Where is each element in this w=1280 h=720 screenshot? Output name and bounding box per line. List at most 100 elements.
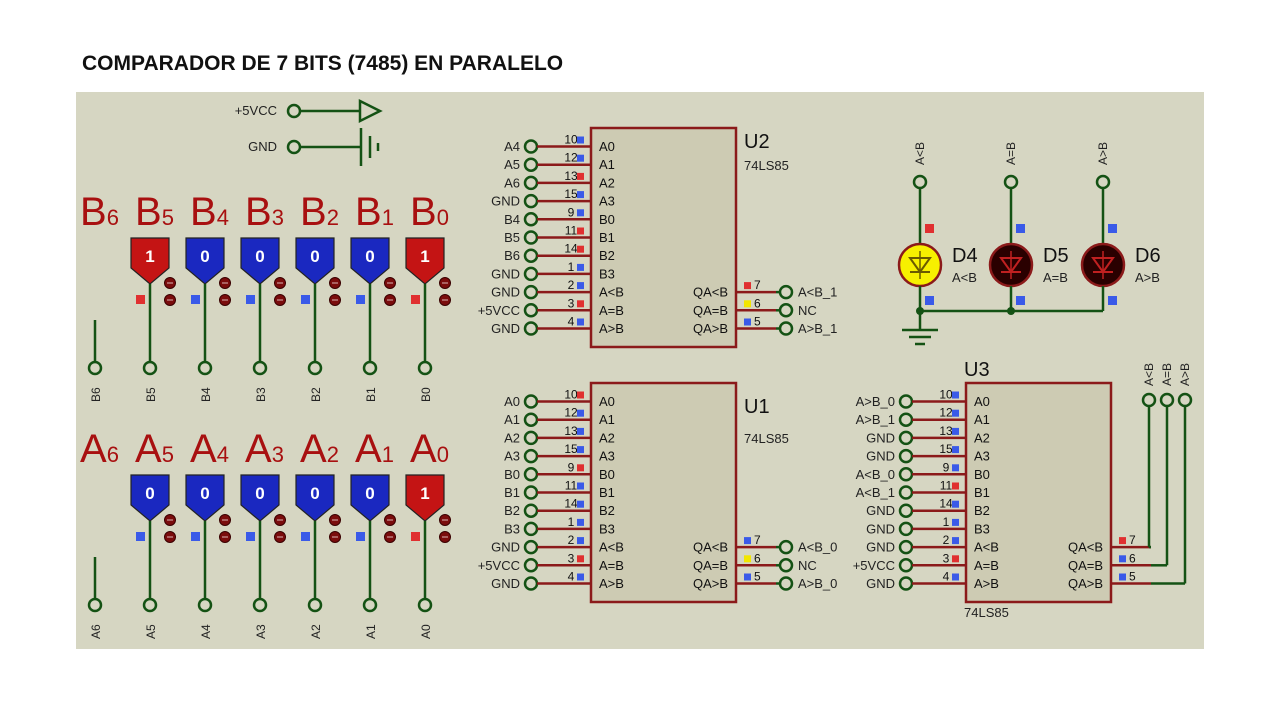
pin-state-indicator [577,427,584,435]
output-terminal-circle[interactable] [1177,392,1193,408]
pin-name: B2 [599,503,615,518]
terminal-circle[interactable] [252,360,268,376]
power-terminal-gnd: GND [248,128,380,166]
switch-label-subscript: 0 [437,205,449,230]
terminal-circle[interactable] [417,360,433,376]
terminal-circle[interactable] [417,597,433,613]
pin-net-label: A6 [504,175,520,190]
switch-label-subscript: 4 [217,442,229,467]
switch-label-letter: A [245,427,272,471]
terminal-circle[interactable] [307,360,323,376]
switch-label-letter: A [355,427,382,471]
pin-name: A=B [599,303,624,318]
pin-number: 13 [564,424,578,438]
output-terminal-label: A>B [1178,363,1192,386]
terminal-circle[interactable] [87,360,103,376]
pin-number: 10 [939,388,953,402]
logic-toggle-button[interactable] [350,474,390,522]
terminal-circle[interactable] [142,360,158,376]
chip-body[interactable] [589,126,738,349]
logic-toggle-button[interactable] [240,237,280,285]
terminal-circle[interactable] [197,360,213,376]
logic-toggle-value: 0 [200,484,209,503]
chip-body[interactable] [589,381,738,604]
switch-label-subscript: 1 [382,442,394,467]
terminal-circle[interactable] [142,597,158,613]
switch-label: A5 [135,427,174,471]
pin-terminal-circle[interactable] [778,321,794,336]
pin-name: A0 [599,139,615,154]
logic-toggle-value: 0 [255,247,264,266]
pin-number: 12 [564,406,578,420]
pin-state-indicator [577,391,584,399]
terminal-circle[interactable] [252,597,268,613]
logic-toggle-button[interactable] [130,237,170,285]
switch-label-subscript: 4 [217,205,229,230]
logic-toggle-value: 0 [310,484,319,503]
pin-terminal-circle[interactable] [778,539,794,555]
pin-name: B3 [599,266,615,281]
pin-terminal-circle[interactable] [778,303,794,318]
led-terminal-label: A>B [1096,142,1110,165]
terminal-label: B4 [199,387,213,402]
pin-name: A<B [974,540,999,555]
terminal-circle[interactable] [362,597,378,613]
pin-state-indicator [577,282,584,290]
pin-state-indicator [577,209,584,217]
pin-number: 15 [939,442,953,456]
pin-name: A>B [974,576,999,591]
pin-name: QA=B [693,558,728,573]
pin-number: 4 [568,570,575,584]
logic-toggle-button[interactable] [405,237,445,285]
pin-name: A3 [599,449,615,464]
pin-number: 3 [568,296,575,310]
switch-label-letter: B [245,190,272,234]
terminal-circle[interactable] [197,597,213,613]
logic-toggle-button[interactable] [405,474,445,522]
pin-state-indicator [577,555,584,563]
logic-toggle-button[interactable] [130,474,170,522]
pin-number: 7 [1129,533,1136,547]
pin-terminal-circle[interactable] [778,284,794,300]
logic-toggle-button[interactable] [185,474,225,522]
logic-toggle-button[interactable] [350,237,390,285]
switch-label: B0 [410,190,449,234]
pin-state-indicator [577,446,584,454]
terminal-circle[interactable] [87,597,103,613]
pin-terminal-circle[interactable] [778,558,794,573]
chip-body[interactable] [964,381,1113,604]
logic-state-indicator [356,532,365,541]
pin-number: 1 [568,260,575,274]
pin-name: QA<B [693,540,728,555]
pin-net-label: A>B_1 [856,412,895,427]
led-reference: D4 [952,245,978,267]
pin-state-indicator [577,464,584,472]
pin-state-indicator [1119,555,1126,563]
logic-toggle-button[interactable] [295,474,335,522]
pin-terminal-circle[interactable] [778,576,794,591]
pin-number: 5 [1129,570,1136,584]
terminal-circle[interactable] [307,597,323,613]
pin-net-label: NC [798,558,817,573]
pin-net-label: A0 [504,394,520,409]
pin-state-indicator [744,300,751,308]
pin-name: A0 [974,394,990,409]
output-terminal-circle[interactable] [1141,392,1157,408]
logic-toggle-button[interactable] [185,237,225,285]
pin-net-label: GND [866,540,895,555]
logic-toggle-button[interactable] [240,474,280,522]
pin-number: 6 [754,296,761,310]
output-terminal-circle[interactable] [1159,392,1175,408]
terminal-circle[interactable] [362,360,378,376]
logic-toggle-value: 1 [420,484,429,503]
terminal-label: B3 [254,387,268,402]
pin-name: B3 [974,521,990,536]
pin-net-label: GND [491,576,520,591]
logic-toggle-button[interactable] [295,237,335,285]
pin-number: 3 [568,551,575,565]
